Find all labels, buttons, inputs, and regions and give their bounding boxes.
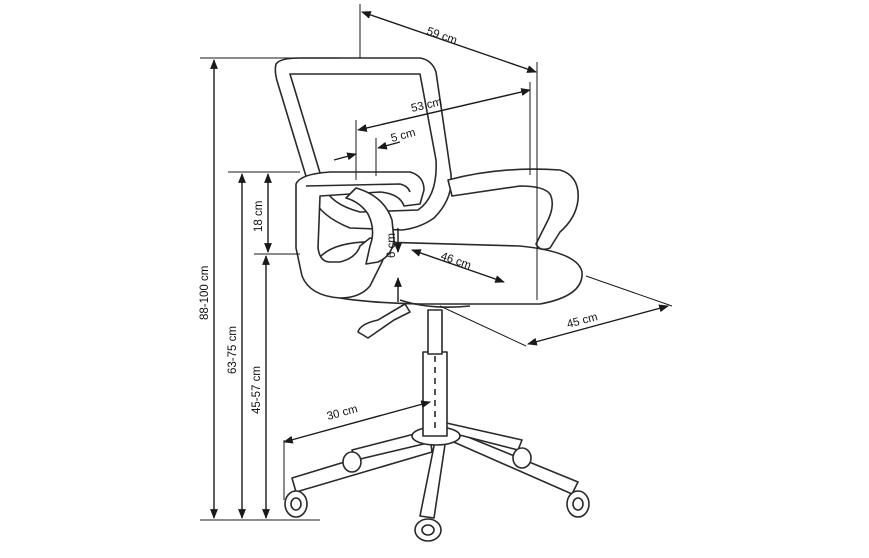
dimension-lines <box>200 4 673 521</box>
label-total-height: 88-100 cm <box>199 266 211 320</box>
label-seat-thickness: 6 cm <box>386 233 398 258</box>
dim-line-armrest-width <box>333 152 357 161</box>
label-seat-height: 45-57 cm <box>251 366 263 414</box>
dim-line-base-radius <box>283 400 431 444</box>
dim-line-seat-width <box>411 249 505 283</box>
dim-line-back-width <box>361 11 537 73</box>
label-base-radius: 30 cm <box>326 403 359 423</box>
gas-lift-column <box>422 309 448 437</box>
label-base-width: 45 cm <box>566 311 599 331</box>
chair-base <box>284 421 590 542</box>
armrest-right <box>447 168 579 251</box>
armrest-left <box>295 171 425 299</box>
label-back-width: 59 cm <box>425 25 459 47</box>
dimension-labels: 59 cm 53 cm 5 cm 18 cm 6 cm 46 cm 45 cm … <box>199 25 599 422</box>
dim-line-base-width <box>527 304 669 346</box>
label-armrest-floor-height: 63-75 cm <box>227 326 239 374</box>
chair-illustration <box>274 57 590 542</box>
height-adjust-lever <box>357 303 411 339</box>
label-armrest-height: 18 cm <box>253 201 265 232</box>
caster-wheels <box>284 447 590 542</box>
dim-line-seat-depth <box>357 88 531 132</box>
